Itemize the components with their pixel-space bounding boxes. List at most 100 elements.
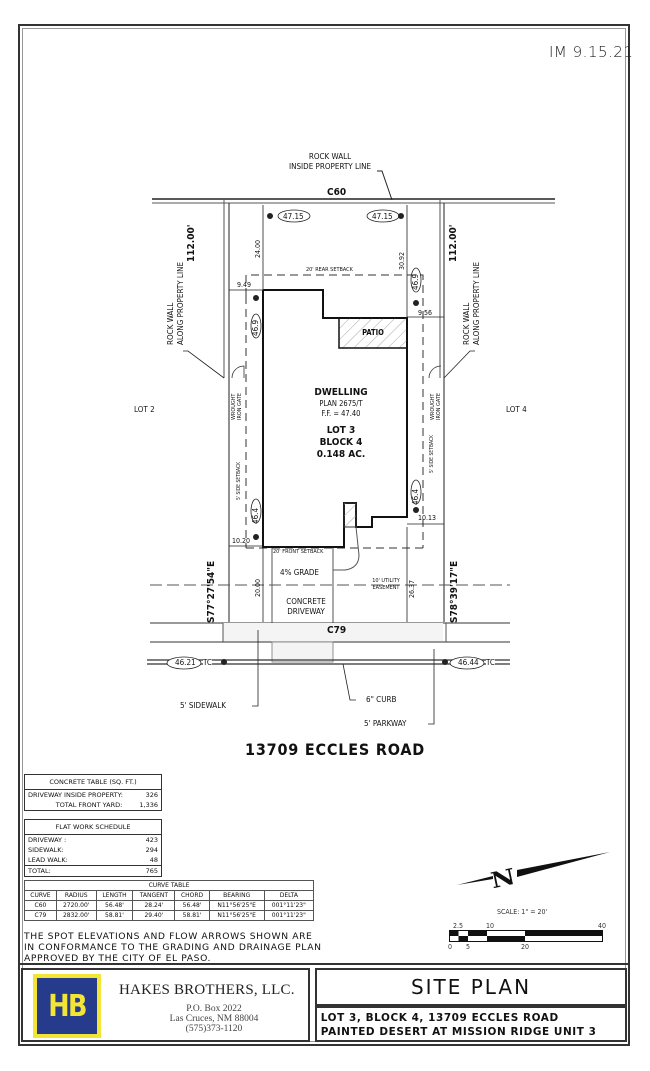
rock-wall-right-label: ROCK WALL ALONG PROPERTY LINE (462, 262, 482, 345)
flat-work-total-label: TOTAL: (28, 867, 51, 875)
sheet-subtitle: LOT 3, BLOCK 4, 13709 ECCLES ROAD PAINTE… (317, 1008, 610, 1042)
lot-depth-right: 112.00' (448, 224, 459, 262)
lot-number: LOT 3 (326, 425, 356, 436)
dwelling-block: DWELLING PLAN 2675/T F.F. = 47.40 LOT 3 … (296, 387, 386, 461)
easement-line1: 10' UTILITY (372, 578, 400, 584)
table-cell: 58.81' (174, 910, 210, 921)
scale-tick-40: 40 (598, 922, 607, 930)
spot-elev-rear-right: 47.15 (372, 212, 393, 221)
side-setback-left: 5' SIDE SETBACK (236, 461, 242, 500)
dwelling-ff: F.F. = 47.40 (321, 409, 361, 418)
curve-table: CURVE TABLE CURVE RADIUS LENGTH TANGENT … (24, 880, 315, 921)
scale-tick-20: 20 (521, 943, 530, 951)
dim-front-left: 20.00 (254, 578, 262, 597)
rock-wall-top-line1: ROCK WALL (308, 152, 352, 161)
curb-label: 6" CURB (366, 695, 397, 704)
dim-side-right-lower: 10.13 (418, 514, 437, 522)
lot-left-label: LOT 2 (134, 405, 155, 414)
column-header: BEARING (208, 890, 265, 901)
address-line: Las Cruces, NM 88004 (169, 1014, 259, 1024)
dim-rear-right: 30.92 (398, 251, 406, 270)
easement-line2: EASEMENT (372, 585, 400, 591)
driveway-line1: CONCRETE (286, 597, 326, 606)
flat-work-value: 48 (149, 856, 158, 864)
parkway-label: 5' PARKWAY (364, 719, 407, 728)
company-name: HAKES BROTHERS, LLC. (119, 982, 295, 998)
table-cell: 58.81' (95, 910, 134, 921)
phone-number: (575)373-1120 (185, 1024, 243, 1034)
table-cell: C79 (24, 910, 57, 921)
gate-left-line2: IRON GATE (237, 392, 243, 420)
spot-elev-tc-left: 46.21 (175, 658, 196, 667)
table-row: DRIVEWAY INSIDE PROPERTY: 326 (25, 790, 162, 801)
table-cell: 001°11'23" (263, 910, 315, 921)
title-block: HB HAKES BROTHERS, LLC. P.O. Box 2022 La… (18, 963, 630, 1046)
concrete-row-label: TOTAL FRONT YARD: (55, 801, 123, 809)
company-address: P.O. Box 2022 Las Cruces, NM 88004 (575)… (119, 1004, 309, 1034)
sheet-subtitle-line2: PAINTED DESERT AT MISSION RIDGE UNIT 3 (320, 1025, 597, 1038)
table-cell: 001°11'23" (263, 900, 315, 911)
spot-elev-side-left-lower: 46.4 (251, 507, 260, 524)
flat-work-value: 423 (145, 836, 158, 844)
tc-right-label: TC (486, 658, 495, 667)
scale-tick-10: 10 (486, 922, 495, 930)
gate-right-label: WROUGHT IRON GATE (430, 393, 442, 420)
address-line: P.O. Box 2022 (186, 1004, 242, 1014)
column-header: RADIUS (55, 890, 97, 901)
scale-bar (449, 930, 603, 942)
flat-work-label: SIDEWALK: (28, 846, 64, 854)
curve-table-title: CURVE TABLE (24, 880, 314, 891)
sidewalk-label: 5' SIDEWALK (180, 701, 226, 710)
quantity-tables: CONCRETE TABLE (SQ. FT.) DRIVEWAY INSIDE… (24, 774, 162, 877)
flat-work-label: DRIVEWAY : (28, 836, 67, 844)
flat-work-table: FLAT WORK SCHEDULE DRIVEWAY : 423 SIDEWAL… (24, 819, 162, 877)
logo-text: HB (48, 988, 87, 1024)
side-setback-right: 5' SIDE SETBACK (429, 434, 435, 473)
front-curve-label: C79 (327, 625, 347, 636)
column-header: LENGTH (95, 890, 134, 901)
gate-left-label: WROUGHT IRON GATE (231, 393, 243, 420)
scale-tick-0: 0 (448, 943, 453, 951)
rock-wall-top-label: ROCK WALL INSIDE PROPERTY LINE (250, 152, 410, 172)
table-cell: N11°56'25"E (208, 900, 265, 911)
table-cell: 28.24' (132, 900, 176, 911)
rock-wall-right-line1: ROCK WALL (462, 302, 471, 345)
table-cell: 2832.00' (55, 910, 97, 921)
flat-work-title: FLAT WORK SCHEDULE (24, 819, 162, 835)
site-plan-drawing (147, 170, 555, 725)
spot-elev-side-right-upper: 46.9 (411, 273, 420, 290)
north-arrow-label: N (488, 863, 518, 895)
table-cell: 56.48' (95, 900, 134, 911)
dwelling-plan: PLAN 2675/T (319, 399, 363, 408)
concrete-row-value: 326 (145, 791, 158, 799)
rock-wall-right-line2: ALONG PROPERTY LINE (472, 262, 481, 345)
company-panel: HB HAKES BROTHERS, LLC. P.O. Box 2022 La… (21, 968, 310, 1042)
rock-wall-left-label: ROCK WALL ALONG PROPERTY LINE (166, 262, 186, 345)
dwelling-title: DWELLING (314, 387, 368, 398)
easement-label: 10' UTILITY EASEMENT (356, 578, 416, 592)
block-number: BLOCK 4 (319, 437, 363, 448)
table-row: C79 2832.00' 58.81' 29.40' 58.81' N11°56… (24, 910, 315, 921)
column-header: DELTA (263, 890, 315, 901)
spot-elev-side-left-upper: 46.9 (251, 319, 260, 336)
lot-right-label: LOT 4 (506, 405, 527, 414)
north-arrow-icon (457, 852, 610, 885)
gate-right-line2: IRON GATE (436, 392, 442, 420)
dim-side-right-upper: 9.56 (418, 309, 433, 317)
street-address: 13709 ECCLES ROAD (245, 740, 426, 759)
rear-setback-label: 20' REAR SETBACK (306, 267, 353, 273)
spot-elev-tc-right: 46.44 (458, 658, 479, 667)
dim-side-left-lower: 10.20 (232, 537, 251, 545)
concrete-row-label: DRIVEWAY INSIDE PROPERTY: (28, 791, 123, 799)
lot-depth-left: 112.00' (186, 224, 197, 262)
logo-inner: HB (37, 978, 97, 1034)
spot-elev-rear-left: 47.15 (283, 212, 304, 221)
flat-work-value: 294 (145, 846, 158, 854)
driveway-line2: DRIVEWAY (287, 607, 325, 616)
scale-tick-5: 5 (466, 943, 471, 951)
bearing-left: S77°27'54"E (206, 560, 217, 623)
column-header: CURVE (24, 890, 57, 901)
rear-curve-label: C60 (327, 187, 347, 198)
bearing-right: S78°39'17"E (449, 560, 460, 623)
sheet-subtitle-line1: LOT 3, BLOCK 4, 13709 ECCLES ROAD (320, 1011, 559, 1024)
